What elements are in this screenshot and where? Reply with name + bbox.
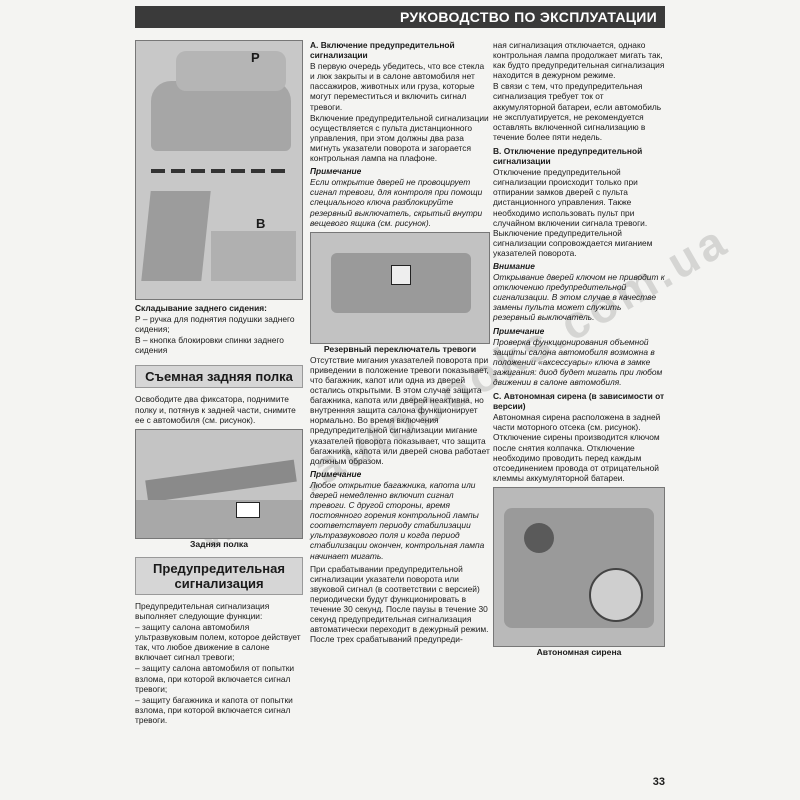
paragraph: При срабатывании предупредительной сигна… [310,563,489,645]
seat-frame-shape [211,231,296,281]
note-text: Проверка функционирования объемной защит… [493,336,663,387]
paragraph: ная сигнализация отключается, однако кон… [493,40,665,81]
column-right: ная сигнализация отключается, однако кон… [493,40,665,658]
column-middle: А. Включение предупредительной сигнализа… [310,40,490,645]
siren-shape [524,522,554,553]
section-b-heading: В. Отключение предупредительной сигнализ… [493,145,643,167]
note-text: Если открытие дверей не провоцирует сигн… [310,177,483,228]
switch-shape [391,264,411,285]
note-title: Примечание [310,166,362,177]
rear-shelf-text: Освободите два фиксатора, поднимите полк… [135,394,296,425]
section-c-heading: С. Автономная сирена (в зависимости от в… [493,391,665,412]
rear-shelf-figure [135,428,303,539]
shelf-arrow-shape [236,501,260,518]
alarm-intro: Предупредительная сигнализация выполняет… [135,600,270,621]
page-number: 33 [652,776,665,788]
section-a-paragraph: Включение предупредительной сигнализации… [310,112,489,164]
label-b: B [256,216,266,231]
fig1-legend-p: Р – ручка для поднятия подушки заднего с… [135,314,295,335]
page-header: РУКОВОДСТВО ПО ЭКСПЛУАТАЦИИ [135,6,665,28]
warning-text: Открывание дверей ключом не приводит к о… [493,272,665,323]
alarm-item: – защиту багажника и капота от попытки в… [135,694,293,725]
backup-switch-caption: Резервный переключатель тревоги [323,343,477,354]
seat-back-shape [176,51,286,91]
fig1-caption: Складывание заднего сидения: [135,303,267,313]
fig1-legend-b: В – кнопка блокировки спинки заднего сид… [135,335,284,356]
shelf-shape [145,459,297,503]
separator-dashes [151,169,291,173]
strut-shape [589,567,643,622]
rear-seat-figure: P B [135,40,303,300]
section-a-paragraph: В первую очередь убедитесь, что все стек… [310,61,485,112]
note-text: Любое открытие багажника, капота или две… [310,479,485,561]
section-c-paragraph: Автономная сирена расположена в задней ч… [493,412,661,483]
section-a-heading: А. Включение предупредительной сигнализа… [310,40,455,61]
backup-switch-figure [310,231,490,344]
warning-title: Внимание [493,260,535,271]
paragraph: Отсутствие мигания указателей поворота п… [310,354,490,466]
section-heading-rear-shelf: Съемная задняя полка [135,365,303,389]
alarm-item: – защиту салона автомобиля от попытки вз… [135,663,295,694]
section-heading-alarm: Предупредительная сигнализация [135,556,303,595]
label-p: P [251,50,260,65]
folded-seat-shape [141,191,211,281]
rear-shelf-caption: Задняя полка [190,538,248,549]
siren-figure [493,486,665,647]
note-title: Примечание [310,468,362,479]
note-title: Примечание [493,325,545,336]
siren-caption: Автономная сирена [536,646,622,657]
seat-cushion-shape [151,81,291,151]
paragraph: В связи с тем, что предупредительная сиг… [493,81,662,142]
section-b-paragraph: Отключение предупредительной сигнализаци… [493,167,653,258]
column-left: P B Складывание заднего сидения: Р – руч… [135,40,303,726]
car-body-shape [136,499,302,538]
alarm-item: – защиту салона автомобиля ультразвуковы… [135,622,301,663]
